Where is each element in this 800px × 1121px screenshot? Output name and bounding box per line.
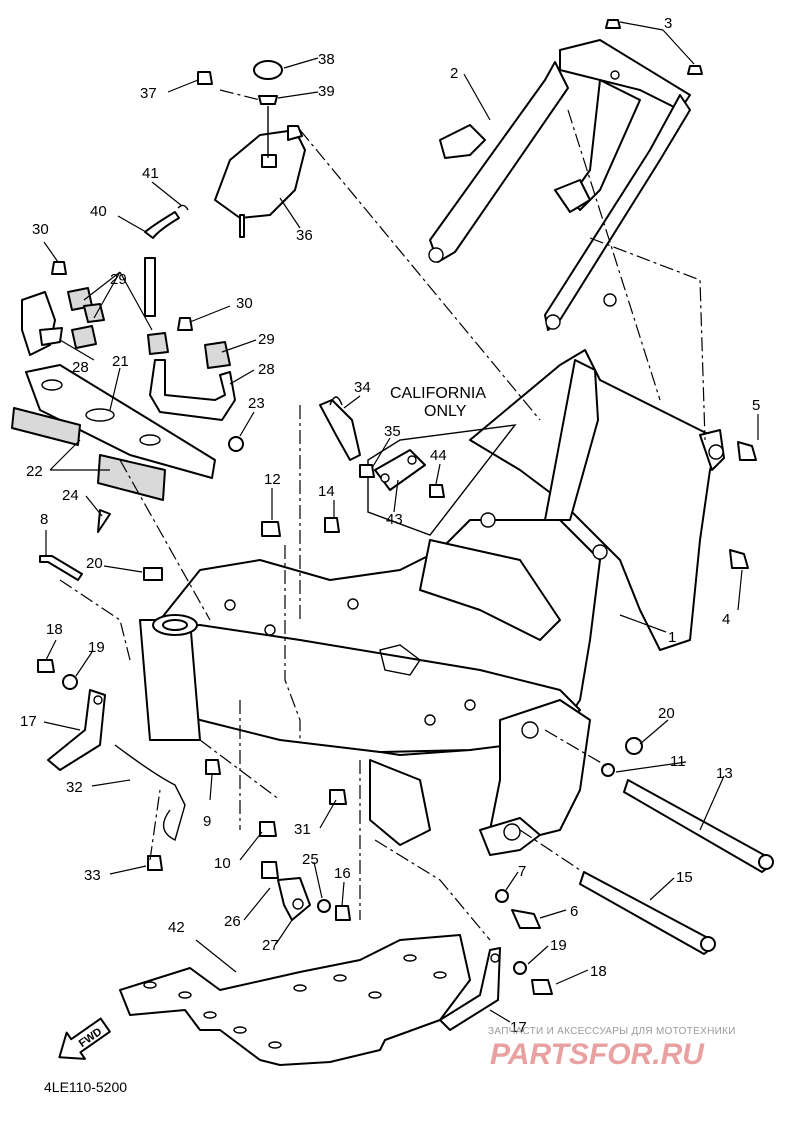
forward-arrow: FWD	[58, 1017, 111, 1060]
callout-25: 25	[302, 851, 319, 868]
callout-38: 38	[318, 51, 335, 68]
callout-41: 41	[142, 165, 159, 182]
callout-8: 8	[40, 511, 48, 528]
callout-29-right: 29	[258, 331, 275, 348]
engine-mount-parts	[205, 759, 351, 921]
callout-35: 35	[384, 423, 401, 440]
callout-43: 43	[386, 511, 403, 528]
through-bolt-upper	[623, 779, 774, 873]
callout-34: 34	[354, 379, 371, 396]
callout-39: 39	[318, 83, 335, 100]
diagram-code: 4LE110-5200	[44, 1079, 127, 1095]
callout-40: 40	[90, 203, 107, 220]
california-note-line2: ONLY	[424, 403, 467, 420]
callout-20-right: 20	[658, 705, 675, 722]
rail-plate	[25, 364, 216, 479]
callout-13: 13	[716, 765, 733, 782]
callout-22: 22	[26, 463, 43, 480]
breather-hose	[144, 204, 189, 317]
through-bolt-lower	[579, 871, 716, 955]
callout-29-left: 29	[110, 271, 127, 288]
reservoir-tank	[214, 125, 306, 238]
callout-6: 6	[570, 903, 578, 920]
rail-pads	[11, 407, 166, 501]
callout-32: 32	[66, 779, 83, 796]
callout-28-left: 28	[72, 359, 89, 376]
callout-16: 16	[334, 865, 351, 882]
california-group	[319, 396, 517, 536]
callout-18-left: 18	[46, 621, 63, 638]
callout-42: 42	[168, 919, 185, 936]
callout-36: 36	[296, 227, 313, 244]
alignment-lines	[59, 89, 706, 941]
callout-30-left: 30	[32, 221, 49, 238]
callout-37: 37	[140, 85, 157, 102]
callout-5: 5	[752, 397, 760, 414]
callout-21: 21	[112, 353, 129, 370]
watermark-logo: PARTSFOR.RU	[490, 1038, 705, 1071]
front-bracket-left	[37, 659, 106, 771]
main-frame	[139, 349, 725, 856]
callout-17-left: 17	[20, 713, 37, 730]
wire-harness-bracket	[114, 744, 186, 871]
under-guard	[119, 934, 471, 1066]
callout-15: 15	[676, 869, 693, 886]
callout-9: 9	[203, 813, 211, 830]
callout-23: 23	[248, 395, 265, 412]
callout-19-left: 19	[88, 639, 105, 656]
subframe-bolts	[605, 19, 703, 75]
callout-33: 33	[84, 867, 101, 884]
callout-numbers: 1 2 3 4 5 6 7 8 9 10 11 12 13 14 15 16 1…	[20, 15, 760, 1036]
front-bracket-right	[439, 947, 501, 1031]
callout-3: 3	[664, 15, 672, 32]
right-fasteners	[495, 441, 757, 995]
callout-19-right: 19	[550, 937, 567, 954]
callout-4: 4	[722, 611, 730, 628]
rear-subframe	[428, 39, 691, 331]
callout-26: 26	[224, 913, 241, 930]
left-bracket	[21, 261, 105, 356]
callout-24: 24	[62, 487, 79, 504]
reservoir-bolt	[197, 71, 213, 85]
callout-18-right: 18	[590, 963, 607, 980]
callout-1: 1	[668, 629, 676, 646]
callout-2: 2	[450, 65, 458, 82]
callout-44: 44	[430, 447, 447, 464]
small-fasteners	[39, 436, 340, 581]
callout-14: 14	[318, 483, 335, 500]
watermark-caption: ЗАПЧАСТИ И АКСЕССУАРЫ ДЛЯ МОТОТЕХНИКИ	[488, 1026, 736, 1037]
callout-27: 27	[262, 937, 279, 954]
callout-17-right: 17	[510, 1019, 527, 1036]
callout-10: 10	[214, 855, 231, 872]
callout-20-left: 20	[86, 555, 103, 572]
callout-7: 7	[518, 863, 526, 880]
reservoir-cap	[253, 60, 283, 158]
callout-12: 12	[264, 471, 281, 488]
leader-lines	[43, 21, 759, 1023]
callout-28-right: 28	[258, 361, 275, 378]
right-bracket	[147, 317, 236, 421]
callout-31: 31	[294, 821, 311, 838]
california-note-line1: CALIFORNIA	[390, 385, 486, 402]
callout-30-right: 30	[236, 295, 253, 312]
callout-11: 11	[670, 753, 686, 770]
